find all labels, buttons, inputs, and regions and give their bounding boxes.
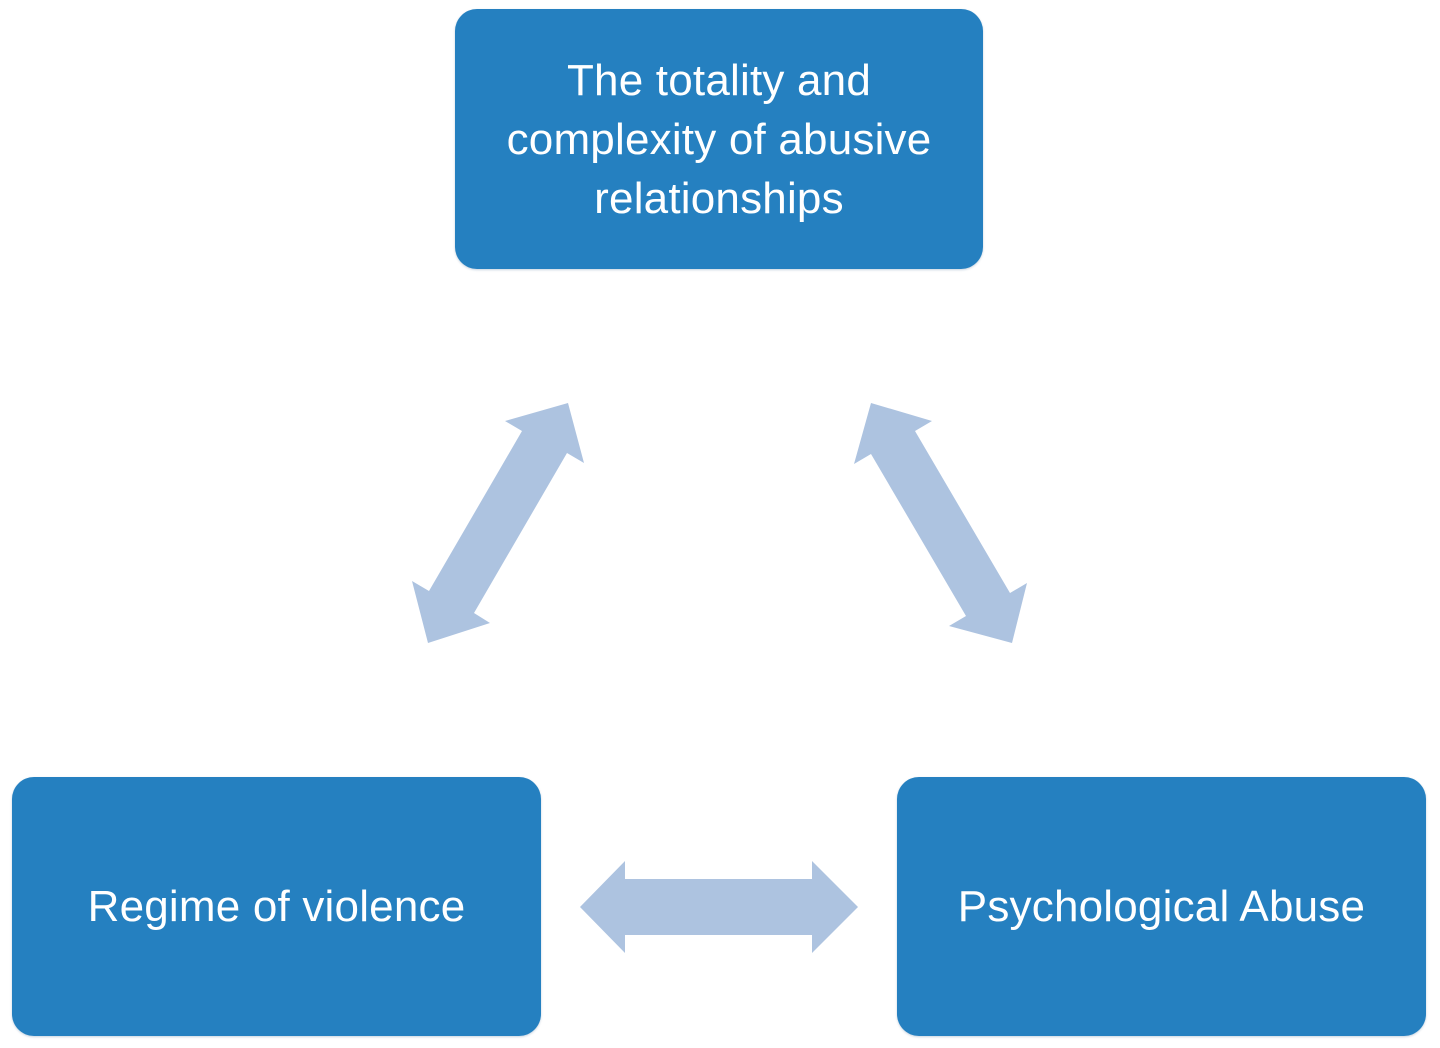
- node-label: Regime of violence: [87, 882, 466, 931]
- node-regime-of-violence: Regime of violence: [12, 777, 541, 1036]
- node-psychological-abuse: Psychological Abuse: [897, 777, 1426, 1036]
- node-label: The totality and complexity of abusive r…: [506, 55, 932, 223]
- double-arrow-icon-left-right: [580, 861, 858, 953]
- double-arrow-icon-top-left: [412, 403, 584, 643]
- double-arrow-icon-top-right: [854, 403, 1027, 643]
- node-totality-complexity: The totality and complexity of abusive r…: [455, 9, 983, 269]
- node-label: Psychological Abuse: [957, 882, 1366, 931]
